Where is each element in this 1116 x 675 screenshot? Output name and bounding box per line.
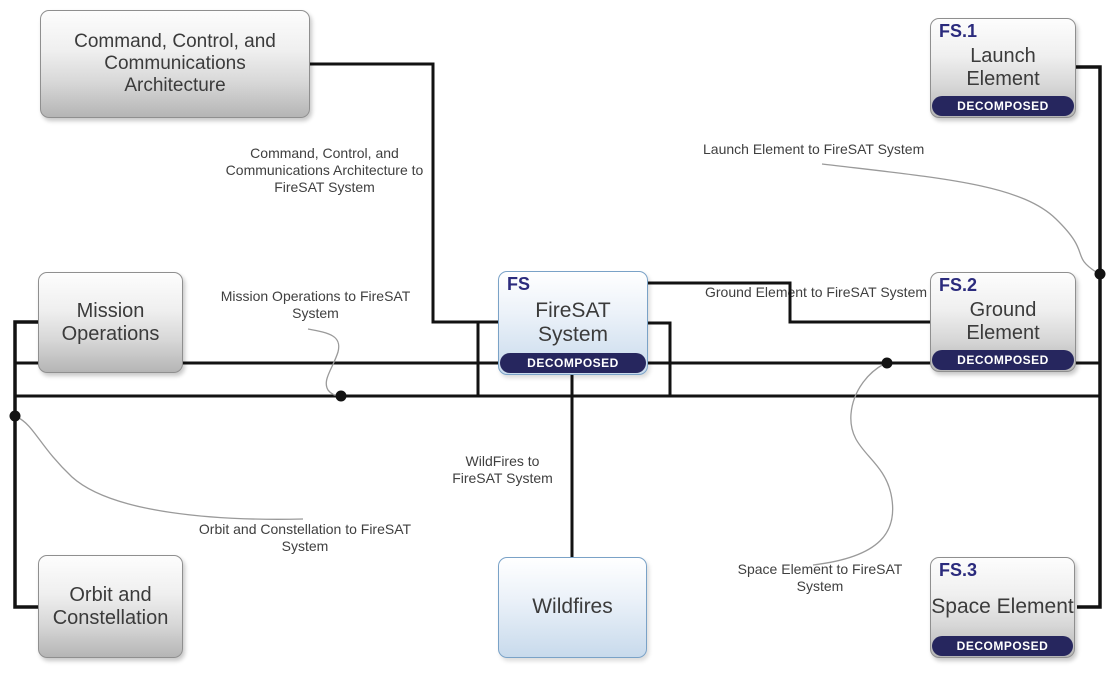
node-firesat-system[interactable]: FS FireSAT System DECOMPOSED — [498, 271, 648, 375]
node-c3-architecture[interactable]: Command, Control, and Communications Arc… — [40, 10, 310, 118]
node-title: Command, Control, and Communications Arc… — [74, 31, 276, 96]
leader-launch-label — [821, 163, 1097, 273]
connection-label-space-to-firesat: Space Element to FireSAT System — [737, 561, 903, 595]
connector-left-rail-mission-orbit[interactable] — [13, 320, 38, 609]
connection-label-ground-to-firesat: Ground Element to FireSAT System — [705, 284, 928, 300]
node-mission-operations[interactable]: Mission Operations — [38, 272, 183, 373]
connector-firesat-right-drop[interactable] — [648, 321, 672, 396]
connector-c3-to-firesat[interactable] — [309, 62, 498, 324]
junction-dot-orbit — [9, 410, 21, 422]
node-id-label: FS.1 — [939, 21, 978, 41]
leader-orbit-label — [16, 416, 304, 520]
node-id-label: FS — [507, 274, 531, 294]
connector-ground-to-firesat[interactable] — [648, 281, 930, 324]
node-wildfires[interactable]: Wildfires — [498, 557, 647, 658]
node-id-label: FS.2 — [939, 275, 978, 295]
junction-dot-mission — [335, 390, 347, 402]
node-title: Orbit and Constellation — [52, 583, 169, 629]
node-title: Launch Element — [931, 41, 1075, 95]
node-ground-element[interactable]: FS.2 Ground Element DECOMPOSED — [930, 272, 1076, 372]
node-title-text: Space Element — [931, 595, 1074, 619]
decomposed-badge: DECOMPOSED — [932, 350, 1074, 370]
connection-label-wildfires-to-firesat: WildFires to FireSAT System — [452, 453, 553, 487]
node-title: FireSAT System — [499, 294, 647, 352]
decomposed-badge: DECOMPOSED — [932, 636, 1073, 656]
node-title-text: Launch Element — [966, 45, 1040, 90]
node-title: Space Element — [931, 580, 1074, 635]
node-title-text: Ground Element — [966, 299, 1040, 344]
node-orbit-and-constellation[interactable]: Orbit and Constellation — [38, 555, 183, 658]
node-title: Ground Element — [931, 295, 1075, 349]
connection-label-c3-to-firesat: Command, Control, and Communications Arc… — [225, 145, 424, 196]
node-title: Mission Operations — [61, 299, 160, 345]
connection-label-orbit-to-firesat: Orbit and Constellation to FireSAT Syste… — [198, 521, 412, 555]
connector-right-rail-launch-space[interactable] — [1076, 65, 1102, 609]
leader-mission-label — [307, 328, 342, 397]
node-space-element[interactable]: FS.3 Space Element DECOMPOSED — [930, 557, 1075, 658]
leader-space-label — [812, 363, 894, 566]
node-launch-element[interactable]: FS.1 Launch Element DECOMPOSED — [930, 18, 1076, 118]
node-id-label: FS.3 — [939, 560, 978, 580]
junction-dot-space — [881, 357, 893, 369]
node-title: Wildfires — [532, 595, 613, 619]
decomposed-badge: DECOMPOSED — [500, 353, 646, 373]
connection-label-mission-to-firesat: Mission Operations to FireSAT System — [220, 288, 411, 322]
node-title-text: FireSAT System — [535, 298, 611, 346]
junction-dot-launch — [1094, 268, 1106, 280]
connection-label-launch-to-firesat: Launch Element to FireSAT System — [703, 141, 925, 157]
decomposed-badge: DECOMPOSED — [932, 96, 1074, 116]
